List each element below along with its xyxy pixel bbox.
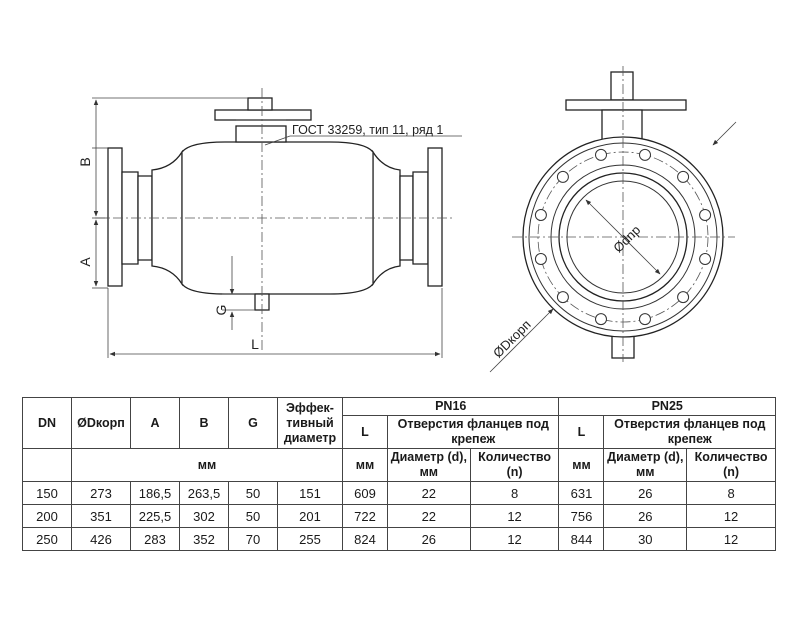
g-label: G (213, 305, 229, 316)
cell-pn25-d: 30 (603, 527, 688, 551)
table-row: 150 273 186,5 263,5 50 151 609 22 8 631 … (22, 481, 776, 505)
side-view: B A G L ГОСТ 33259, тип 11, ряд 1 (77, 88, 462, 358)
bolt-hole (534, 209, 547, 221)
table-row: 200 351 225,5 302 50 201 722 22 12 756 2… (22, 504, 776, 528)
header-pn16-units: мм (342, 448, 388, 482)
top-flange (214, 109, 312, 121)
right-flange (427, 147, 443, 287)
stem-neck (235, 125, 287, 143)
cell-pn16-n: 12 (469, 504, 560, 528)
cell-eff: 255 (277, 527, 343, 551)
cell-pn25-n: 8 (686, 481, 776, 505)
header-dn: DN (22, 397, 72, 449)
left-flange (107, 147, 123, 287)
cell-pn16-n: 8 (469, 481, 560, 505)
header-pn25-holes: Отверстия фланцев под крепеж (603, 415, 776, 449)
cell-pn25-l: 631 (558, 481, 605, 505)
bolt-hole (677, 170, 690, 183)
stem (247, 97, 273, 111)
header-pn16-l: L (342, 415, 388, 449)
dkorp-label: ØDкорп (490, 317, 534, 361)
bolt-hole (699, 209, 712, 221)
cell-dn: 250 (22, 527, 72, 551)
header-pn16-holes: Отверстия фланцев под крепеж (386, 415, 560, 449)
l-label: L (251, 336, 259, 352)
cell-dkorp: 351 (71, 504, 131, 528)
header-units-mm: мм (71, 448, 343, 482)
header-a: A (130, 397, 180, 449)
b-label: B (77, 157, 93, 166)
header-pn25-l: L (558, 415, 605, 449)
bolt-hole (639, 313, 651, 326)
header-pn25: PN25 (558, 397, 776, 416)
cell-a: 283 (130, 527, 180, 551)
cell-eff: 201 (277, 504, 343, 528)
cell-pn16-l: 722 (342, 504, 388, 528)
cell-g: 50 (228, 504, 278, 528)
bolt-hole (595, 313, 607, 326)
bolt-holes (534, 148, 712, 326)
bolt-hole (699, 253, 712, 265)
cell-pn25-n: 12 (686, 504, 776, 528)
bolt-hole (556, 291, 569, 304)
cell-pn16-l: 609 (342, 481, 388, 505)
spec-table: DN ØDкорп A B G Эффек-тивный диаметр PN1… (22, 397, 776, 551)
header-dn-blank (22, 448, 72, 482)
cell-g: 50 (228, 481, 278, 505)
bolt-hole (595, 148, 607, 161)
cell-eff: 151 (277, 481, 343, 505)
bolt-hole (556, 170, 569, 183)
cell-pn25-l: 756 (558, 504, 605, 528)
cell-a: 225,5 (130, 504, 180, 528)
cell-pn16-n: 12 (469, 527, 560, 551)
header-pn25-qty: Количество (n) (686, 448, 776, 482)
cell-dn: 200 (22, 504, 72, 528)
header-pn25-units: мм (558, 448, 605, 482)
front-view: Ødnp ØDкорп (489, 66, 737, 373)
bolt-hole (639, 148, 651, 161)
cell-pn25-l: 844 (558, 527, 605, 551)
header-pn25-diam: Диаметр (d), мм (603, 448, 688, 482)
a-label: A (77, 257, 93, 267)
bolt-hole (534, 253, 547, 265)
header-pn16: PN16 (341, 397, 560, 416)
cell-pn16-d: 26 (387, 527, 471, 551)
valve-drawing: B A G L ГОСТ 33259, тип 11, ряд 1 (77, 66, 737, 373)
cell-pn25-n: 12 (686, 527, 776, 551)
cell-b: 302 (179, 504, 229, 528)
cell-pn16-l: 824 (342, 527, 388, 551)
front-stem (610, 71, 634, 101)
header-pn16-qty: Количество (n) (469, 448, 560, 482)
cell-g: 70 (228, 527, 278, 551)
cell-dn: 150 (22, 481, 72, 505)
cell-pn25-d: 26 (603, 504, 688, 528)
cell-pn16-d: 22 (387, 504, 471, 528)
bolt-hole (677, 291, 690, 304)
cell-pn25-d: 26 (603, 481, 688, 505)
cell-a: 186,5 (130, 481, 180, 505)
gost-note: ГОСТ 33259, тип 11, ряд 1 (292, 123, 443, 137)
header-b: B (179, 397, 229, 449)
cell-dkorp: 426 (71, 527, 131, 551)
cell-dkorp: 273 (71, 481, 131, 505)
header-g: G (228, 397, 278, 449)
cell-b: 352 (179, 527, 229, 551)
header-effective-diameter: Эффек-тивный диаметр (277, 397, 343, 449)
header-dkorp: ØDкорп (71, 397, 131, 449)
dnp-dimension-line (585, 199, 661, 275)
front-top-flange (565, 99, 687, 111)
left-neck (121, 171, 139, 265)
header-pn16-diam: Диаметр (d), мм (387, 448, 471, 482)
table-row: 250 426 283 352 70 255 824 26 12 844 30 … (22, 527, 776, 551)
cell-b: 263,5 (179, 481, 229, 505)
cell-pn16-d: 22 (387, 481, 471, 505)
